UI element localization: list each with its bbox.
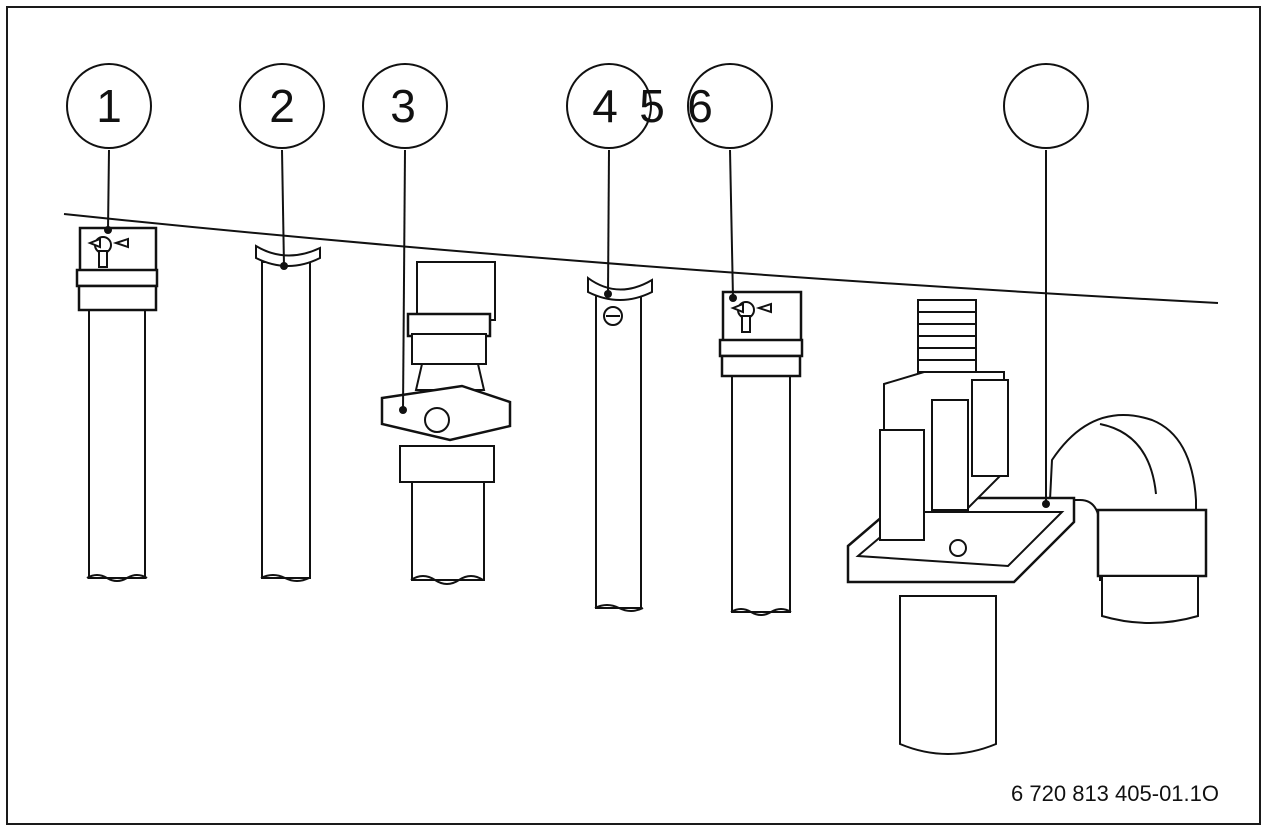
callout-1: 1 (66, 63, 152, 149)
callout-label-4: 4 (592, 80, 618, 132)
callout-label-3: 3 (390, 80, 416, 132)
callout-4: 4 (566, 63, 652, 149)
boiler-bottom-edge (63, 213, 1219, 304)
callout-label-5: 5 (639, 80, 665, 132)
callout-2: 2 (239, 63, 325, 149)
callout-label-6: 6 (687, 80, 713, 132)
pipe-2 (255, 244, 321, 582)
callout-label-2: 2 (269, 80, 295, 132)
pipe-4 (587, 276, 653, 612)
leader-dots (104, 226, 1050, 508)
callout-7 (1003, 63, 1089, 149)
pipe-3 (380, 261, 512, 585)
condensate-siphon (846, 299, 1208, 755)
leader-lines (107, 149, 1047, 504)
pipe-1 (75, 226, 159, 582)
figure-code: 6 720 813 405-01.1O (1011, 781, 1219, 806)
callout-6: 6 (687, 63, 773, 149)
callout-label-1: 1 (96, 80, 122, 132)
callout-3: 3 (362, 63, 448, 149)
pipe-6 (718, 290, 804, 616)
